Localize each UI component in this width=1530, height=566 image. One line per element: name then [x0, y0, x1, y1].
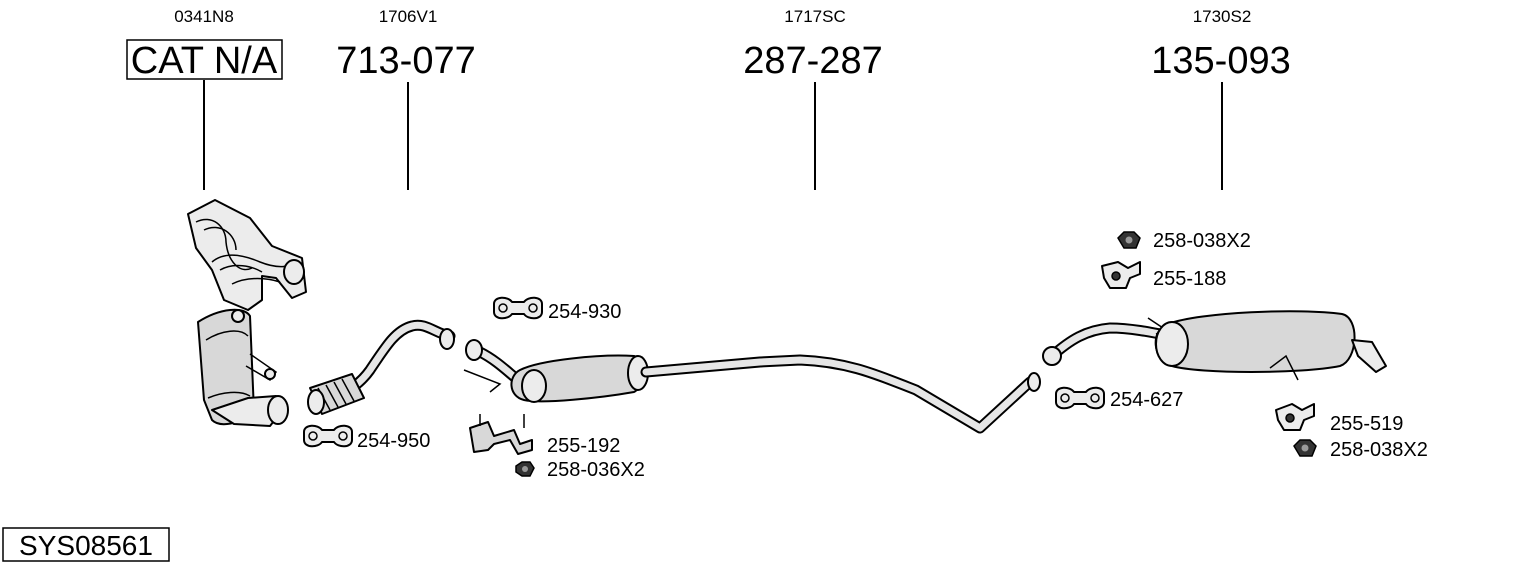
cat-na-box: [126, 39, 283, 80]
system-id-box: [2, 527, 170, 562]
front-pipe-illustration[interactable]: [307, 319, 456, 415]
clamp-icon[interactable]: [303, 424, 353, 448]
accessory-label-254-627: 254-627: [1110, 389, 1183, 411]
accessory-label-258-036x2: 258-036X2: [547, 459, 645, 481]
rear-silencer-illustration[interactable]: [1042, 310, 1387, 381]
part-number-front-pipe[interactable]: 713-077: [336, 40, 475, 82]
oe-code-center-silencer: 1717SC: [784, 7, 845, 26]
clamp-icon[interactable]: [1055, 386, 1105, 410]
accessory-label-255-519: 255-519: [1330, 413, 1403, 435]
accessory-label-254-950: 254-950: [357, 430, 430, 452]
rubber-mount-icon[interactable]: [1275, 403, 1315, 431]
nut-icon[interactable]: [1117, 231, 1141, 249]
nut-icon[interactable]: [515, 461, 535, 477]
accessory-label-254-930: 254-930: [548, 301, 621, 323]
accessory-label-255-188: 255-188: [1153, 268, 1226, 290]
clamp-icon[interactable]: [493, 296, 543, 320]
part-number-center-silencer[interactable]: 287-287: [743, 40, 882, 82]
oe-code-rear-silencer: 1730S2: [1193, 7, 1252, 26]
center-silencer-illustration[interactable]: [463, 339, 1041, 434]
accessory-label-258-038x2-bottom: 258-038X2: [1330, 439, 1428, 461]
rubber-mount-icon[interactable]: [1101, 261, 1141, 289]
oe-code-manifold: 0341N8: [174, 7, 234, 26]
bracket-icon[interactable]: [469, 414, 533, 455]
part-number-rear-silencer[interactable]: 135-093: [1151, 40, 1290, 82]
nut-icon[interactable]: [1293, 439, 1317, 457]
manifold-catalyst-illustration[interactable]: [187, 199, 307, 427]
accessory-label-255-192: 255-192: [547, 435, 620, 457]
system-id: SYS08561: [19, 530, 153, 561]
part-number-manifold[interactable]: CAT N/A: [131, 40, 278, 82]
oe-code-front-pipe: 1706V1: [379, 7, 438, 26]
accessory-label-258-038x2-top: 258-038X2: [1153, 230, 1251, 252]
